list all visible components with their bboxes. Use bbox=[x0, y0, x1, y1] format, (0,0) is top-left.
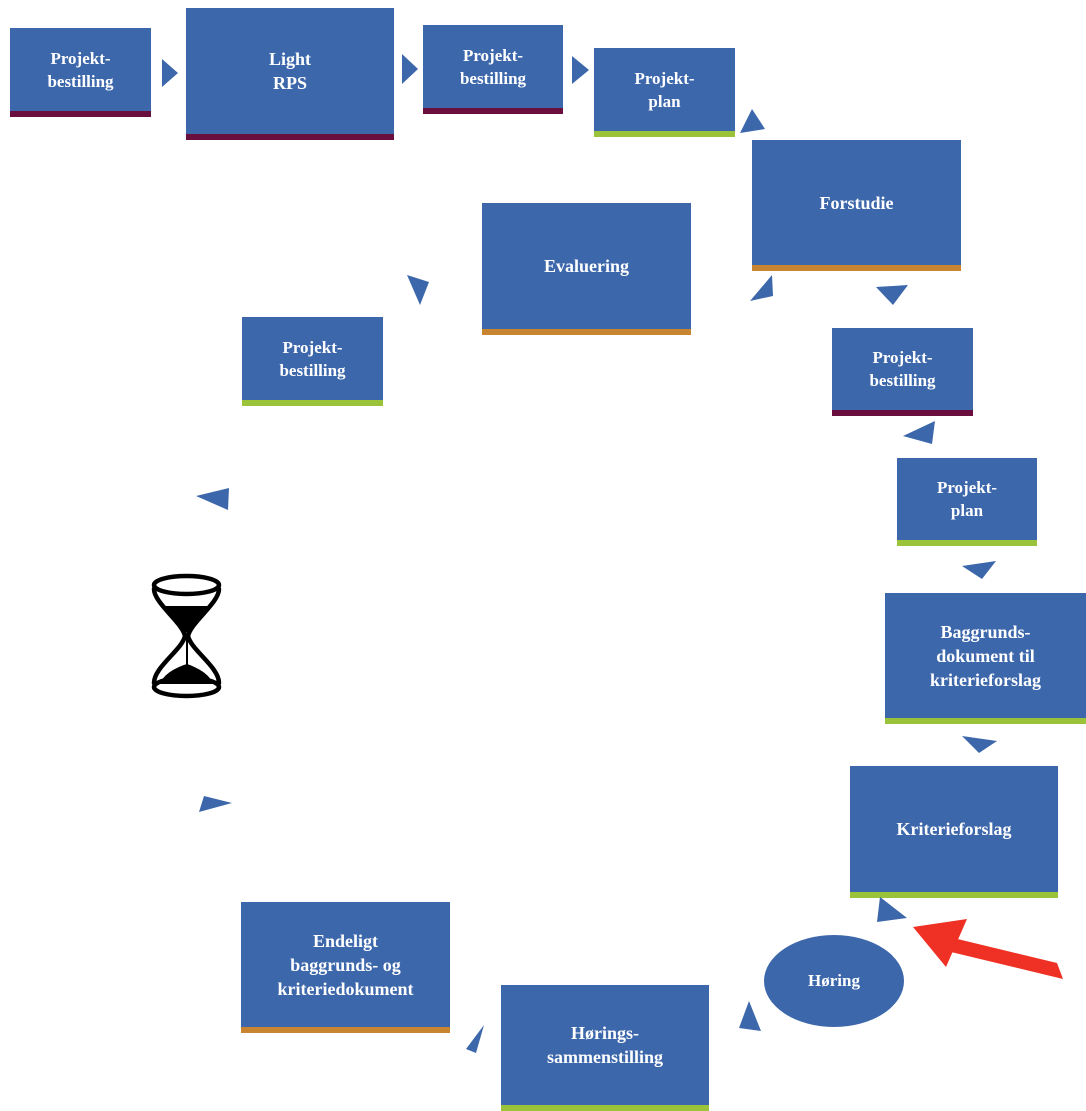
arrowhead bbox=[196, 488, 229, 510]
box-forstudie: Forstudie bbox=[752, 140, 961, 271]
box-projektbestilling-1: Projekt- bestilling bbox=[10, 28, 151, 117]
arrowhead bbox=[162, 59, 178, 87]
box-projektbestilling-4: Projekt- bestilling bbox=[242, 317, 383, 406]
red-pointer-arrow bbox=[913, 919, 1063, 979]
box-horingssammenstilling: Hørings- sammenstilling bbox=[501, 985, 709, 1111]
hourglass-icon bbox=[151, 573, 222, 699]
box-kriterieforslag: Kriterieforslag bbox=[850, 766, 1058, 898]
arrowhead bbox=[402, 54, 418, 84]
arrowhead bbox=[876, 285, 908, 305]
arrowhead bbox=[407, 275, 429, 305]
arrowhead bbox=[962, 561, 996, 579]
arrowhead bbox=[962, 736, 997, 753]
box-evaluering: Evaluering bbox=[482, 203, 691, 335]
arrowhead bbox=[739, 1001, 761, 1031]
arrowhead bbox=[199, 796, 232, 812]
ellipse-horing: Høring bbox=[764, 935, 904, 1027]
arrowhead bbox=[750, 275, 773, 301]
arrowhead bbox=[877, 897, 907, 922]
arrowhead bbox=[740, 109, 765, 133]
arrowhead bbox=[903, 421, 935, 444]
box-endeligt-dokument: Endeligt baggrunds- og kriteriedokument bbox=[241, 902, 450, 1033]
box-projektplan-2: Projekt- plan bbox=[897, 458, 1037, 546]
box-projektplan-1: Projekt- plan bbox=[594, 48, 735, 137]
arrowhead bbox=[572, 56, 589, 84]
box-light-rps: Light RPS bbox=[186, 8, 394, 140]
box-baggrundsdokument: Baggrunds- dokument til kriterieforslag bbox=[885, 593, 1086, 724]
arrowhead bbox=[466, 1025, 484, 1053]
box-projektbestilling-2: Projekt- bestilling bbox=[423, 25, 563, 114]
box-projektbestilling-3: Projekt- bestilling bbox=[832, 328, 973, 416]
